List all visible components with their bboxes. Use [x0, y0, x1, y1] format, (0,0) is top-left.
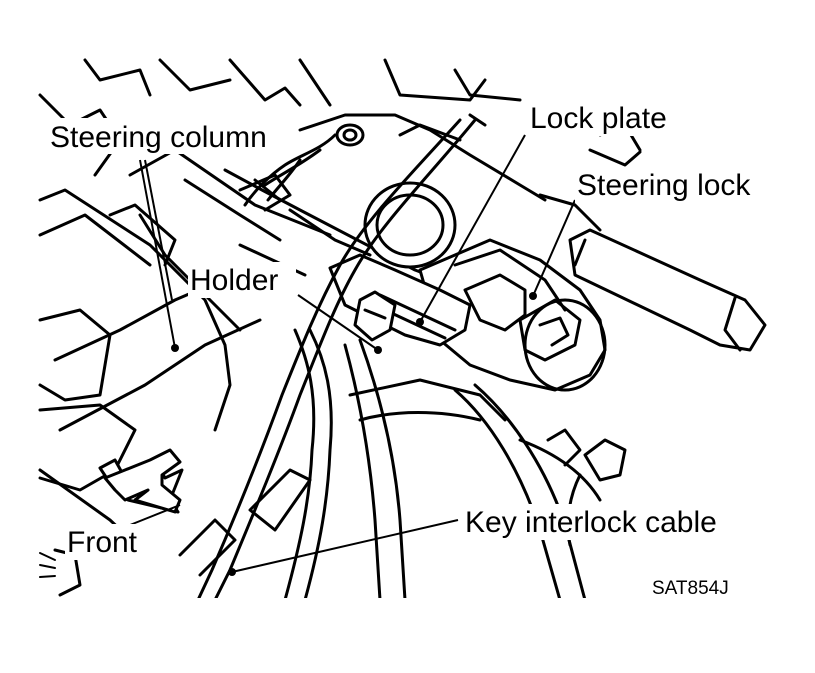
lock-plate-holder — [328, 253, 472, 347]
front-leader — [129, 504, 181, 526]
label-front: Front — [67, 526, 138, 559]
labels: Steering column Lock plate Steering lock… — [48, 100, 785, 600]
key-interlock-cable — [197, 113, 487, 598]
key-interlock-leader — [231, 519, 459, 573]
leader-lines — [129, 134, 576, 573]
steering-lock-body — [418, 238, 607, 392]
front-arrow-icon — [98, 448, 184, 514]
label-key-interlock-cable: Key interlock cable — [465, 506, 717, 539]
label-holder: Holder — [190, 264, 278, 297]
lock-plate-leader — [419, 134, 526, 323]
steering-lock-leader — [532, 199, 576, 297]
label-steering-column: Steering column — [50, 121, 267, 154]
ignition-boss — [363, 181, 457, 269]
label-lock-plate: Lock plate — [530, 102, 667, 135]
label-steering-lock: Steering lock — [577, 169, 751, 202]
illustration — [38, 58, 767, 598]
steering-column-leader-1 — [139, 159, 176, 349]
leader-dots — [171, 292, 537, 576]
holder-leader — [297, 294, 379, 351]
figure-code: SAT854J — [652, 578, 729, 599]
steering-column-leader-2 — [144, 159, 173, 301]
switch-lever — [568, 228, 767, 352]
wire-harness — [238, 123, 365, 212]
